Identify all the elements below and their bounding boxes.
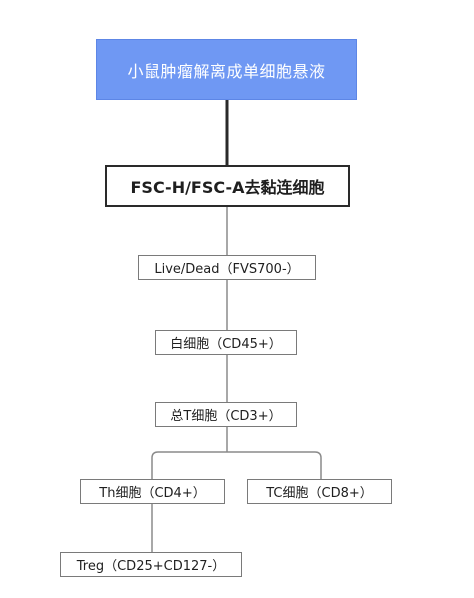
node-tumor-single-cell-suspension: 小鼠肿瘤解离成单细胞悬液 (96, 39, 357, 100)
node-tc-cell-cd8: TC细胞（CD8+） (247, 479, 392, 504)
connector-branch (151, 451, 322, 479)
node-live-dead: Live/Dead（FVS700-） (138, 255, 316, 280)
node-leukocyte-cd45: 白细胞（CD45+） (155, 330, 297, 355)
node-t-cell-cd3: 总T细胞（CD3+） (155, 402, 297, 427)
node-treg: Treg（CD25+CD127-） (60, 552, 242, 577)
node-singlet-gate: FSC-H/FSC-A去黏连细胞 (105, 165, 350, 207)
node-th-cell-cd4: Th细胞（CD4+） (80, 479, 225, 504)
